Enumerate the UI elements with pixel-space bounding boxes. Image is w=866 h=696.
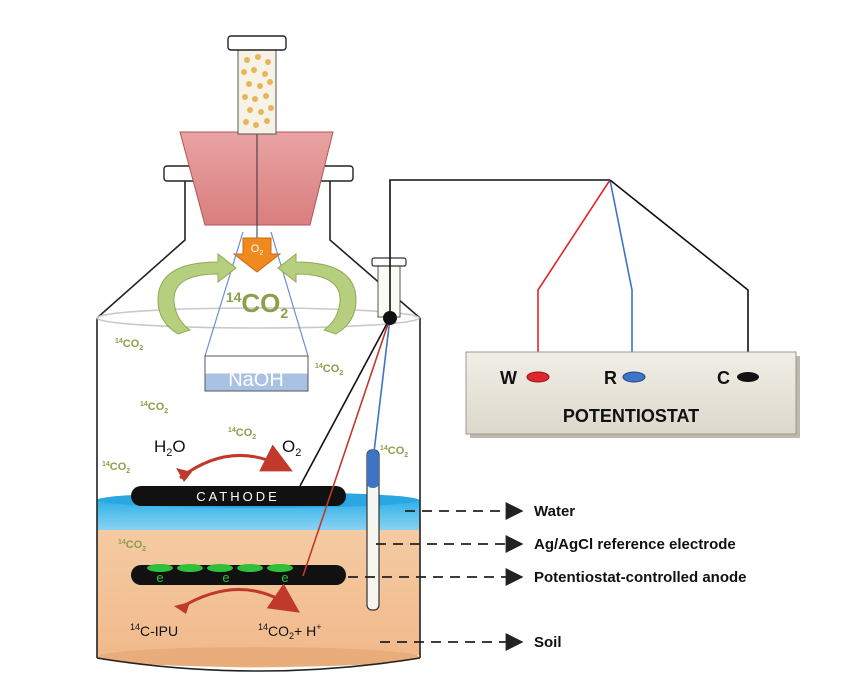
co2-label: 14CO2 — [380, 445, 408, 459]
legend-reference: Ag/AgCl reference electrode — [534, 536, 736, 553]
legend-soil: Soil — [534, 634, 562, 651]
co2-label: 14CO2 — [118, 539, 146, 553]
working-terminal — [526, 371, 550, 383]
co2-headspace-label: 14CO2 — [226, 288, 289, 321]
cathode-label: CATHODE — [196, 489, 280, 504]
electron-label: e — [156, 570, 163, 585]
electron-label: e — [222, 570, 229, 585]
external-wiring — [389, 179, 749, 374]
cathode-reaction: H2O O2 — [154, 437, 301, 482]
legend-anode: Potentiostat-controlled anode — [534, 569, 747, 586]
co2-h-label: 14CO2+ H+ — [258, 622, 321, 641]
naoh-trap: NaOH — [204, 355, 309, 392]
anode-reaction: 14C-IPU 14CO2+ H+ — [130, 583, 321, 641]
co2-circulation-arrows — [157, 252, 357, 335]
soil-layer — [97, 530, 420, 668]
co2-label: 14CO2 — [315, 363, 343, 377]
legend-labels: Water Ag/AgCl reference electrode Potent… — [534, 503, 747, 651]
co2-label: 14CO2 — [115, 338, 143, 352]
counter-terminal — [737, 372, 759, 382]
working-terminal-label: W — [500, 368, 517, 388]
rubber-stopper — [179, 131, 334, 248]
co2-label: 14CO2 — [228, 427, 256, 441]
soda-lime-trap — [227, 35, 287, 135]
anode-electrode: e e e — [131, 564, 346, 585]
h2o-label: H2O — [154, 437, 186, 459]
o2-label: O2 — [282, 437, 301, 459]
reference-electrode — [366, 257, 407, 611]
potentiostat-title: POTENTIOSTAT — [563, 406, 699, 426]
reference-terminal — [622, 371, 646, 383]
oxygen-inflow-arrow: O2 — [232, 237, 282, 273]
reference-terminal-label: R — [604, 368, 617, 388]
naoh-trap-hangers — [204, 231, 309, 357]
counter-terminal-label: C — [717, 368, 730, 388]
legend-water: Water — [534, 503, 575, 520]
co2-label: 14CO2 — [102, 461, 130, 475]
naoh-label: NaOH — [228, 369, 284, 391]
ipu-label: 14C-IPU — [130, 622, 178, 639]
electron-label: e — [281, 570, 288, 585]
potentiostat: POTENTIOSTAT W R C — [465, 351, 800, 438]
cathode-electrode: CATHODE — [131, 486, 346, 506]
svg-text:O2: O2 — [251, 243, 264, 257]
co2-label: 14CO2 — [140, 401, 168, 415]
legend-pointers — [348, 502, 524, 651]
co2-small-labels: 14CO2 14CO2 14CO2 14CO2 14CO2 14CO2 14CO… — [102, 338, 408, 553]
